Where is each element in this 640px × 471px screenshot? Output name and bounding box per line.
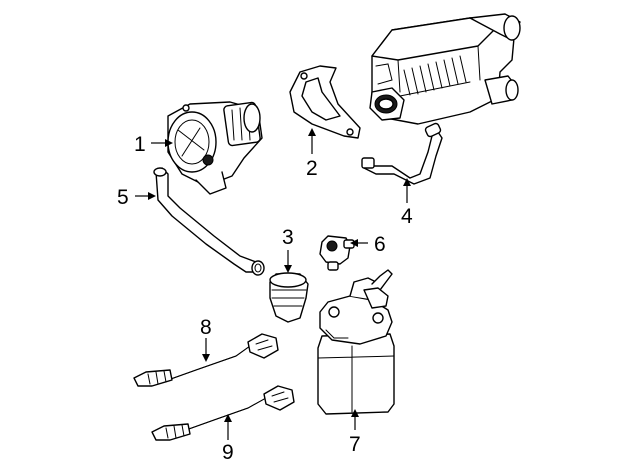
callout-9: 9 xyxy=(222,441,234,464)
callout-2: 2 xyxy=(306,157,318,180)
callout-4: 4 xyxy=(401,205,413,228)
vapor-canister-part xyxy=(317,269,395,415)
pump-bracket-part xyxy=(289,65,361,139)
callout-5: 5 xyxy=(117,186,129,209)
callout-7: 7 xyxy=(349,433,361,456)
air-hose-part xyxy=(153,167,265,276)
leader-lines xyxy=(135,128,411,440)
callout-3: 3 xyxy=(282,226,294,249)
hose-connector-part xyxy=(269,272,309,323)
air-pump-part xyxy=(167,101,263,195)
callout-8: 8 xyxy=(200,316,212,339)
air-cleaner-assembly xyxy=(369,13,521,125)
callout-labels: 1 2 3 4 5 6 7 8 9 xyxy=(117,133,413,464)
callout-1: 1 xyxy=(134,133,146,156)
oxygen-sensor-lower-part xyxy=(151,385,295,441)
callout-6: 6 xyxy=(374,233,386,256)
purge-valve-part xyxy=(319,235,355,271)
vacuum-hose-part xyxy=(361,122,443,185)
oxygen-sensor-upper-part xyxy=(133,333,279,387)
